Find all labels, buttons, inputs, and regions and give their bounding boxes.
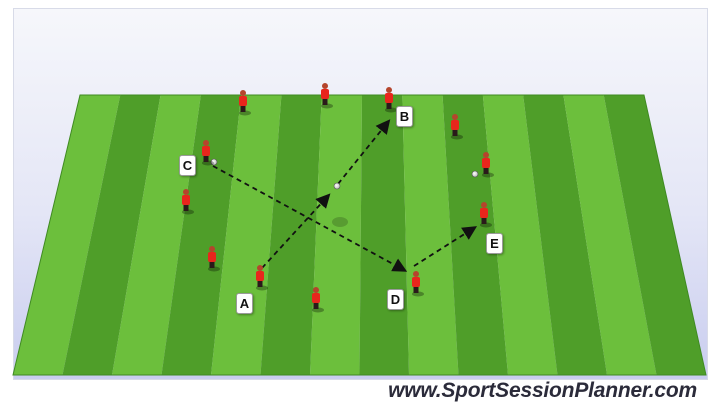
- label-d: D: [387, 289, 404, 310]
- label-b: B: [396, 106, 413, 127]
- ball-shadow: [332, 217, 348, 227]
- football: [472, 171, 478, 177]
- football: [334, 183, 340, 189]
- label-a: A: [236, 293, 253, 314]
- grass-stripes: [13, 95, 706, 375]
- grass-stripe: [360, 95, 410, 375]
- watermark-text: www.SportSessionPlanner.com: [388, 379, 697, 403]
- label-e: E: [486, 233, 503, 254]
- label-c: C: [179, 155, 196, 176]
